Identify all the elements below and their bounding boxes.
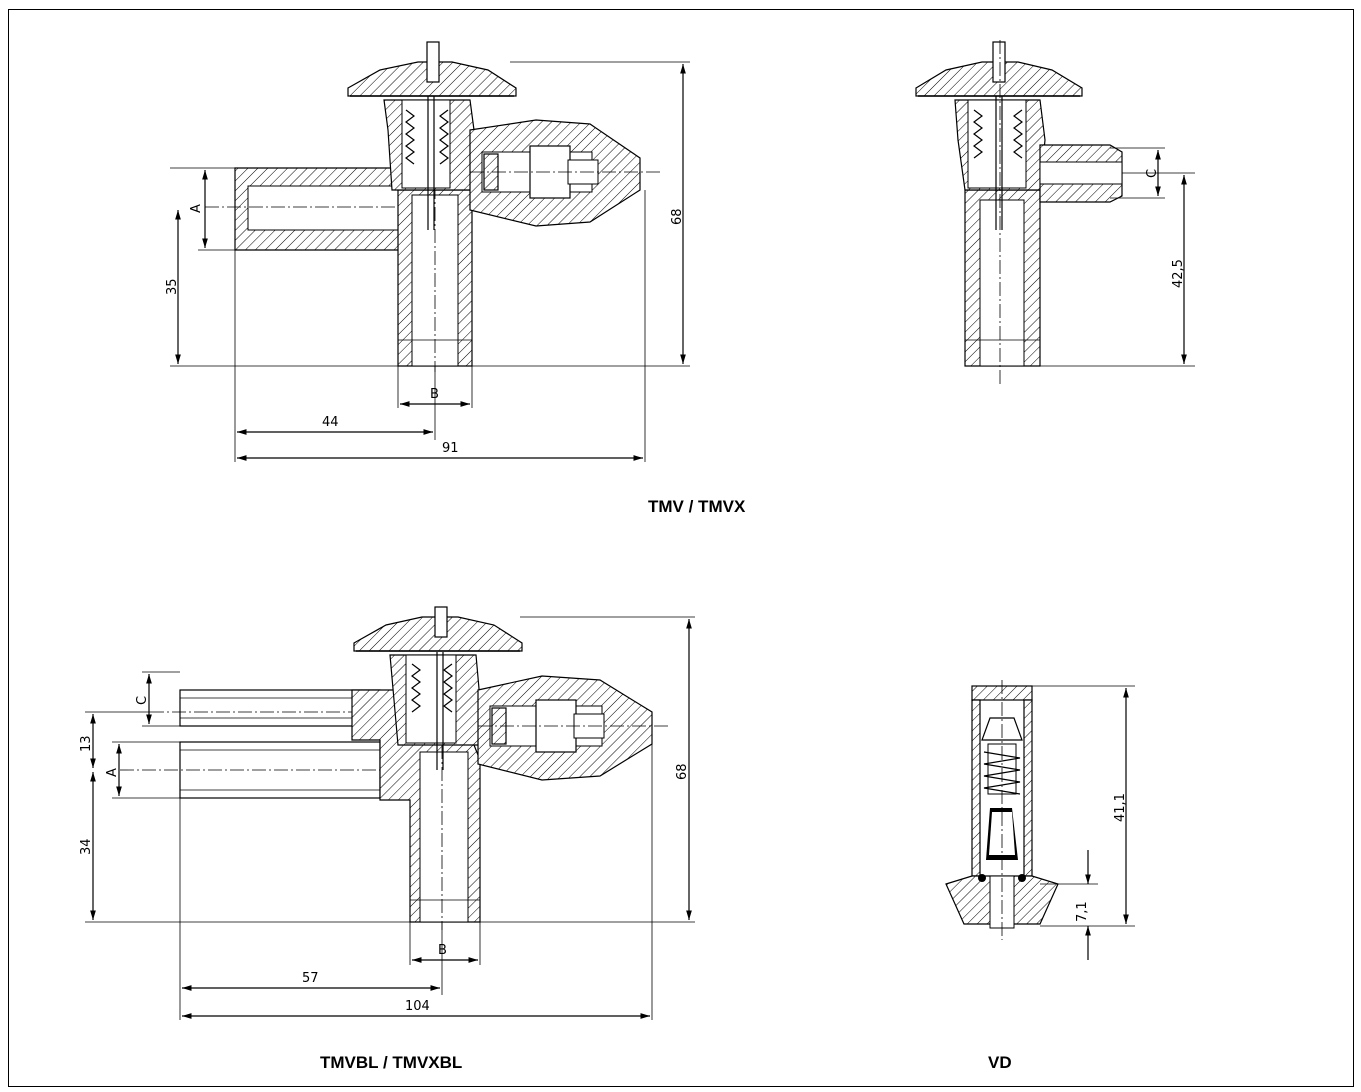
upper-tube bbox=[179, 689, 381, 727]
vd-view: 41,1 7,1 VD bbox=[945, 680, 1135, 1072]
dim-13: 13 bbox=[79, 735, 94, 752]
dim-a: A bbox=[189, 204, 204, 213]
dim-44: 44 bbox=[322, 415, 339, 430]
dim-42-5: 42,5 bbox=[1171, 259, 1186, 288]
dim-c-bl: C bbox=[135, 696, 150, 705]
dim-b-bl: B bbox=[438, 943, 447, 958]
tmv-view: A 35 68 B 44 91 TMV / TMVX bbox=[165, 41, 746, 516]
dim-57: 57 bbox=[302, 971, 319, 986]
spring bbox=[405, 109, 449, 165]
caption-vd: VD bbox=[988, 1053, 1012, 1072]
dim-104: 104 bbox=[405, 999, 430, 1014]
dim-91: 91 bbox=[442, 441, 459, 456]
dim-a-bl: A bbox=[105, 768, 120, 777]
dim-7-1: 7,1 bbox=[1075, 901, 1090, 922]
dim-35: 35 bbox=[165, 278, 180, 295]
dim-34: 34 bbox=[79, 838, 94, 855]
side-view: C 42,5 bbox=[915, 40, 1195, 385]
caption-tmvbl: TMVBL / TMVXBL bbox=[320, 1053, 462, 1072]
dim-b: B bbox=[430, 387, 439, 402]
dim-c: C bbox=[1145, 169, 1160, 178]
caption-tmv: TMV / TMVX bbox=[648, 497, 746, 516]
dim-41-1: 41,1 bbox=[1113, 793, 1128, 822]
tmvbl-view: C A 13 34 68 B 57 104 TMVBL / TMVXBL bbox=[79, 606, 695, 1072]
dim-68-bl: 68 bbox=[675, 763, 690, 780]
dim-68: 68 bbox=[670, 208, 685, 225]
